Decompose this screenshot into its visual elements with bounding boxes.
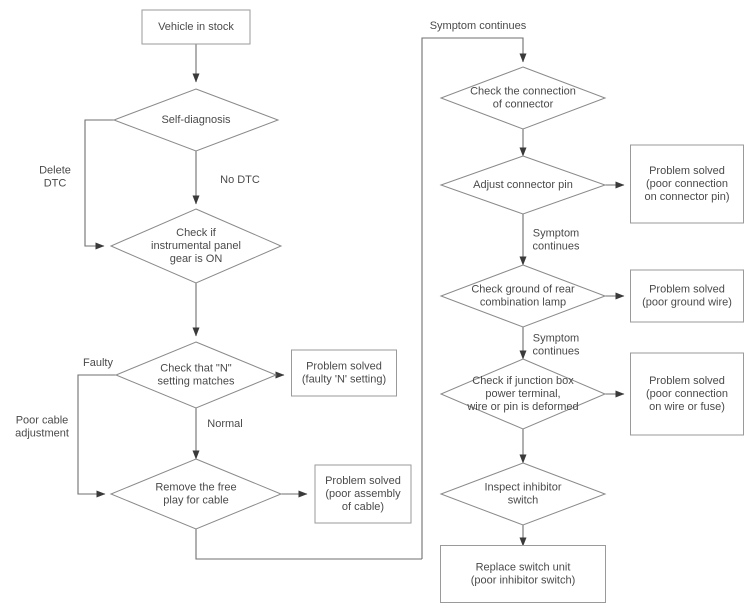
edge-nsetting-faulty xyxy=(77,374,117,498)
replace-switch-unit-shape xyxy=(440,545,606,603)
check-n-setting-label: Check that "N"setting matches xyxy=(157,362,235,387)
label-faulty: Faulty xyxy=(83,357,113,369)
edge-cable-bottom-to-right xyxy=(195,529,422,560)
vehicle-in-stock-label: Vehicle in stock xyxy=(158,21,234,33)
check-instrumental-panel-gear-shape xyxy=(109,208,283,284)
edge-selfdiag-delete-dtc xyxy=(84,119,116,250)
check-n-setting-shape xyxy=(114,341,278,409)
problem-solved-n-setting-label: Problem solved(faulty 'N' setting) xyxy=(302,360,386,385)
vehicle-in-stock-shape xyxy=(141,9,251,45)
problem-solved-ground-wire-shape xyxy=(630,269,744,323)
label-symptom-continues-top: Symptom continues xyxy=(430,20,527,32)
check-ground-rear-lamp-shape xyxy=(439,264,607,328)
node-problem-solved-ground-wire: Problem solved(poor ground wire) xyxy=(630,269,744,323)
adjust-connector-pin-shape xyxy=(439,155,607,215)
node-adjust-connector-pin: Adjust connector pin xyxy=(439,155,607,215)
node-check-n-setting: Check that "N"setting matches xyxy=(114,341,278,409)
self-diagnosis-label: Self-diagnosis xyxy=(161,114,231,126)
adjust-connector-pin-label: Adjust connector pin xyxy=(473,179,573,191)
check-connection-of-connector-shape xyxy=(439,66,607,130)
node-vehicle-in-stock: Vehicle in stock xyxy=(141,9,251,45)
problem-solved-n-setting-shape xyxy=(291,349,397,397)
remove-free-play-cable-shape xyxy=(109,458,283,530)
inspect-inhibitor-switch-shape xyxy=(439,462,607,526)
edges-layer xyxy=(77,37,625,560)
node-self-diagnosis: Self-diagnosis xyxy=(112,88,280,152)
label-normal: Normal xyxy=(207,418,242,430)
node-problem-solved-n-setting: Problem solved(faulty 'N' setting) xyxy=(291,349,397,397)
problem-solved-wire-or-fuse-shape xyxy=(630,352,744,436)
self-diagnosis-shape xyxy=(112,88,280,152)
replace-switch-unit-label: Replace switch unit(poor inhibitor switc… xyxy=(471,561,576,586)
problem-solved-cable-assembly-shape xyxy=(314,464,412,524)
node-replace-switch-unit: Replace switch unit(poor inhibitor switc… xyxy=(440,545,606,603)
label-no-dtc: No DTC xyxy=(220,174,260,186)
edge-symptom-continues-loop xyxy=(421,37,527,559)
problem-solved-ground-wire-label: Problem solved(poor ground wire) xyxy=(642,283,732,308)
check-junction-box-shape xyxy=(439,358,607,430)
problem-solved-connector-pin-shape xyxy=(630,144,744,224)
